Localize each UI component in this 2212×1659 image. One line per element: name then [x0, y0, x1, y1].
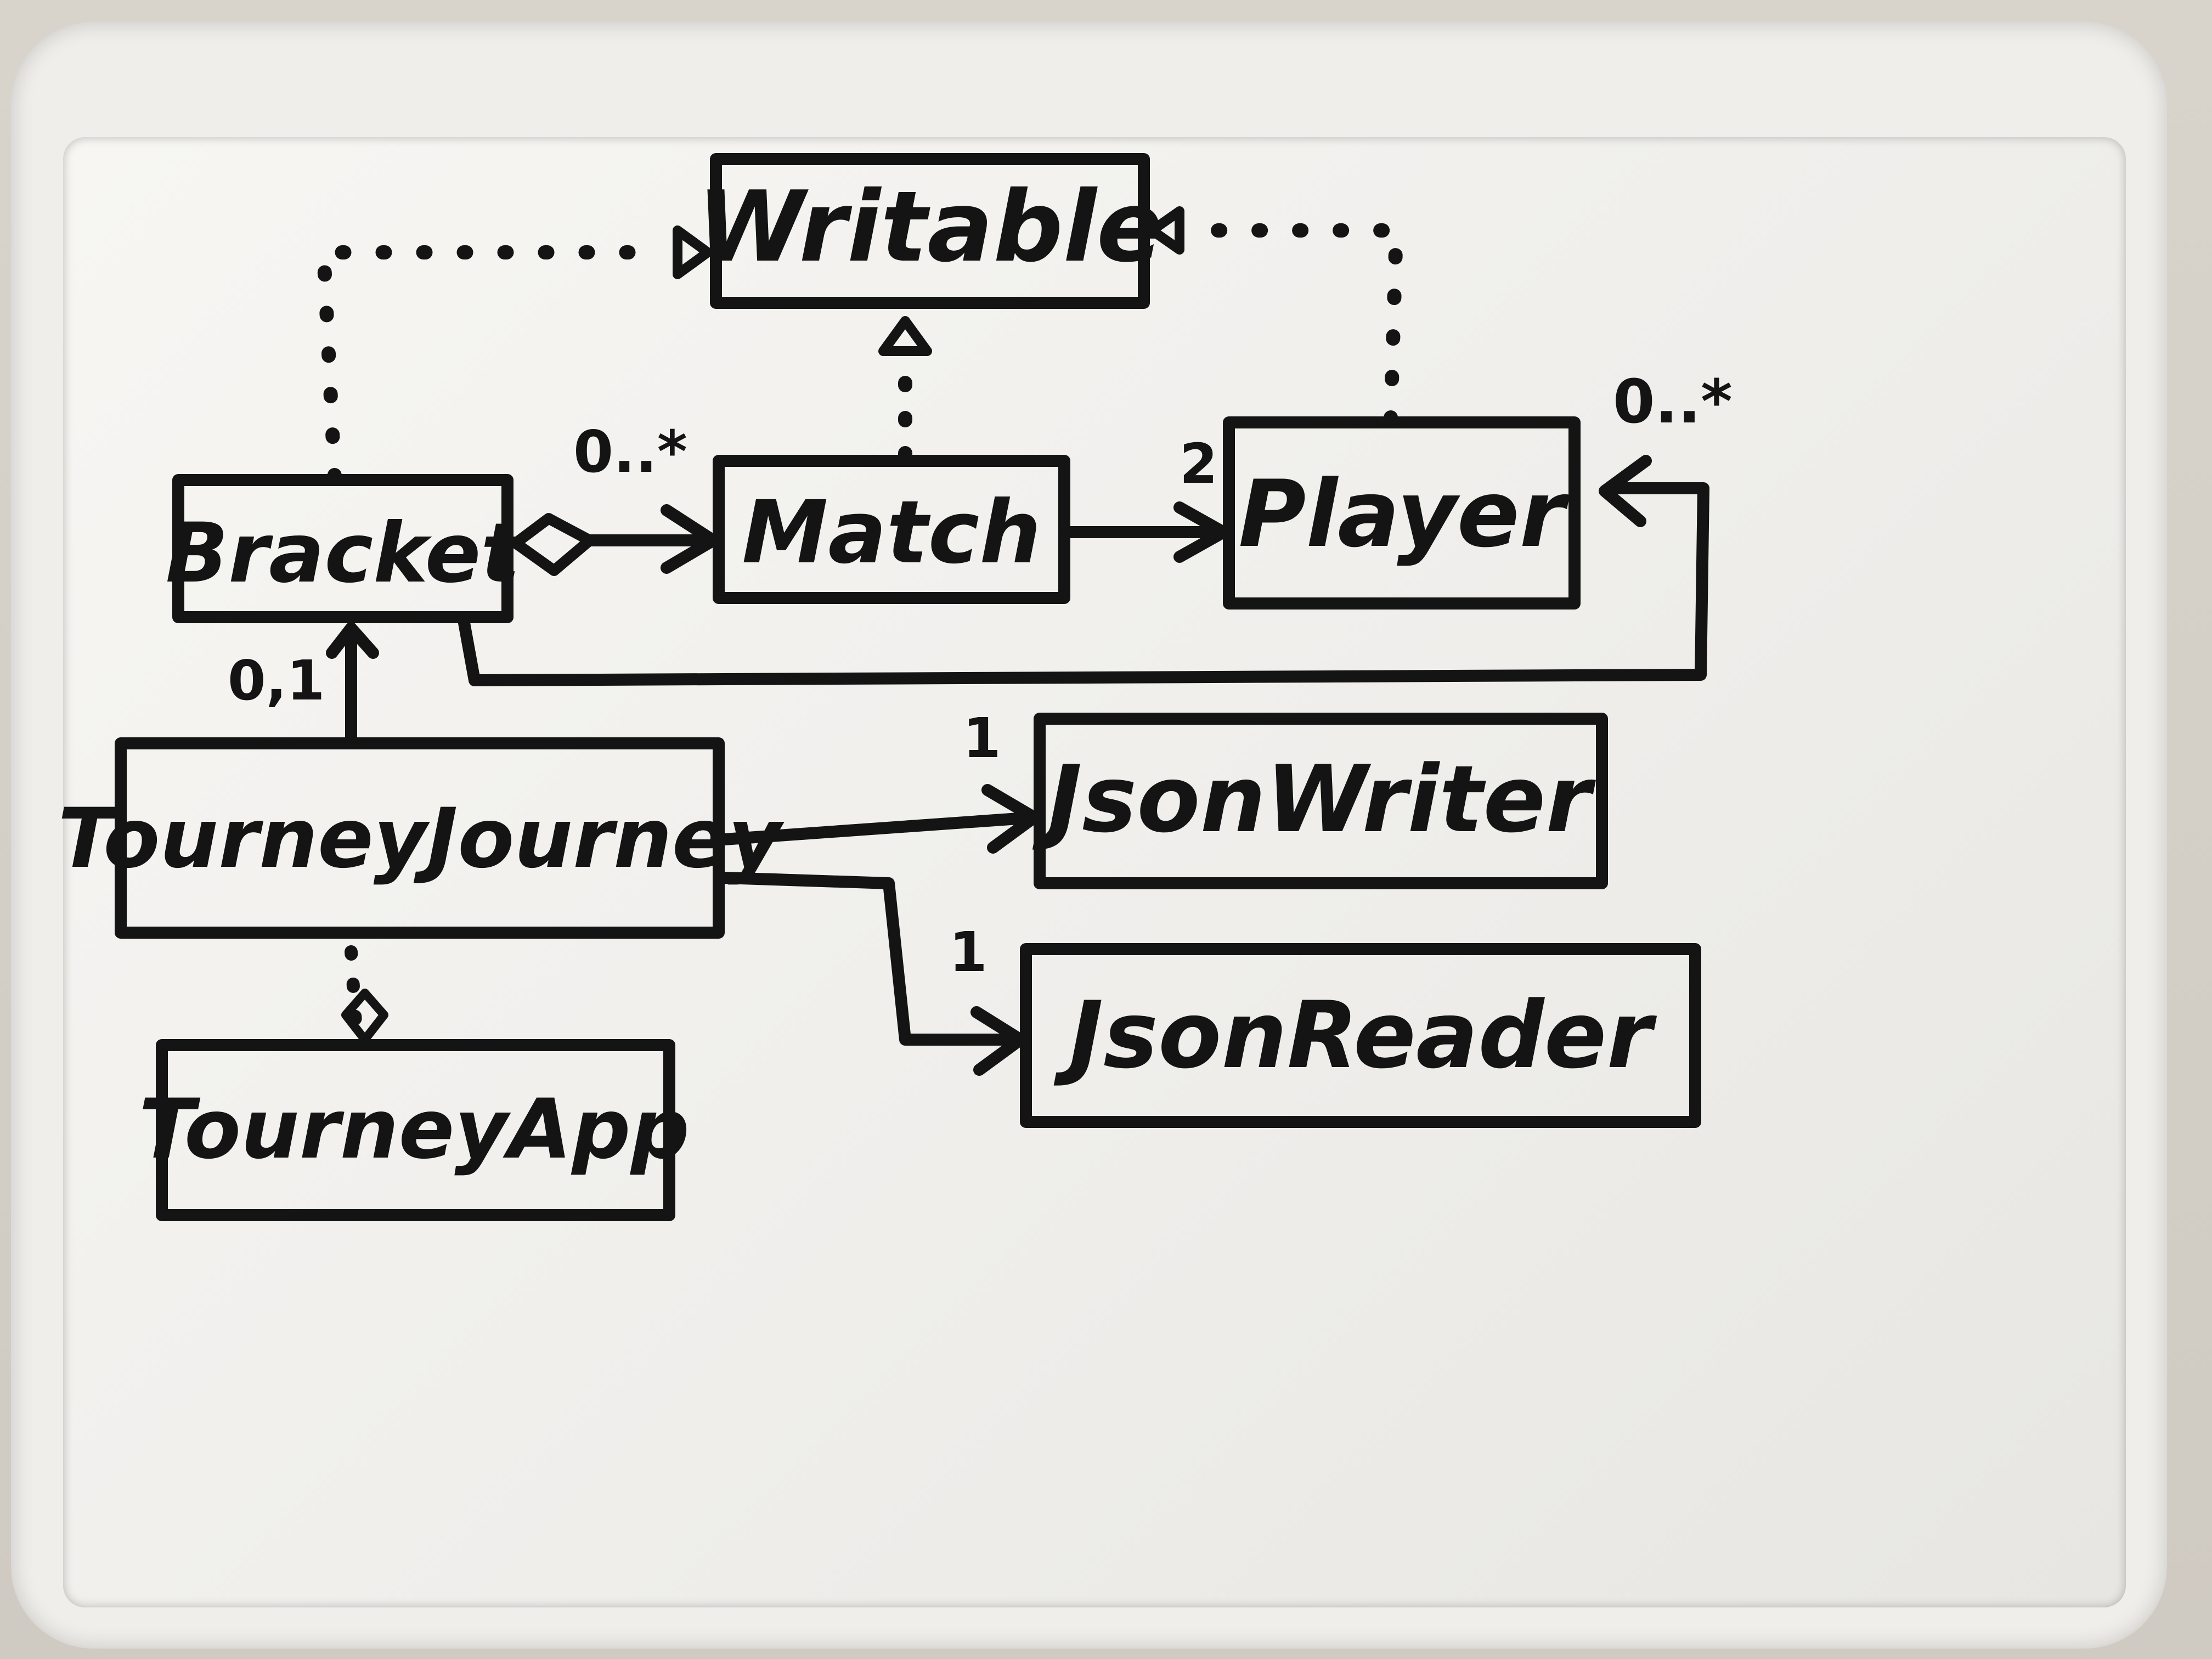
journey-reader-line: [718, 872, 1026, 1046]
json-reader-label: JsonReader: [1054, 981, 1657, 1089]
multiplicity-journey-bracket: 0,1: [228, 648, 325, 713]
match-writable-triangle: [878, 316, 932, 356]
json-writer-box: [1034, 713, 1608, 889]
bracket-player-line: [458, 482, 1709, 686]
tourney-app-box: [156, 1039, 675, 1221]
tourney-app-label: TourneyApp: [139, 1082, 690, 1177]
bracket-box: [172, 474, 514, 623]
journey-writer-line: [718, 811, 1040, 845]
multiplicity-match-player: 2: [1180, 432, 1218, 496]
app-journey-diamond: [341, 989, 388, 1044]
journey-writer-arrowhead: [981, 784, 1040, 854]
multiplicity-journey-reader: 1: [949, 920, 988, 984]
bracket-writable-realization: [317, 245, 671, 484]
bracket-player-arrowhead: [1599, 455, 1652, 527]
player-writable-triangle: [1147, 206, 1184, 255]
json-reader-box: [1020, 943, 1701, 1128]
json-writer-label: JsonWriter: [1032, 746, 1596, 853]
multiplicity-player-self: 0..*: [1613, 366, 1733, 437]
writable-label: Writable: [697, 170, 1163, 284]
bracket-match-diamond: [510, 513, 595, 576]
journey-bracket-arrowhead: [326, 622, 379, 659]
player-box: [1223, 416, 1581, 610]
player-label: Player: [1238, 460, 1570, 568]
match-label: Match: [742, 482, 1041, 583]
multiplicity-journey-writer: 1: [963, 706, 1001, 770]
player-writable-realization: [1186, 223, 1403, 427]
whiteboard-surface: [63, 137, 2126, 1607]
writable-box: [710, 153, 1150, 309]
journey-reader-arrowhead: [970, 1006, 1026, 1076]
bracket-label: Bracket: [166, 506, 523, 601]
match-player-arrowhead: [1173, 501, 1229, 563]
bracket-match-arrowhead: [661, 504, 719, 574]
multiplicity-bracket-match: 0..*: [573, 419, 687, 486]
bracket-writable-triangle: [673, 225, 713, 279]
tourney-journey-label: TourneyJourney: [58, 791, 785, 887]
